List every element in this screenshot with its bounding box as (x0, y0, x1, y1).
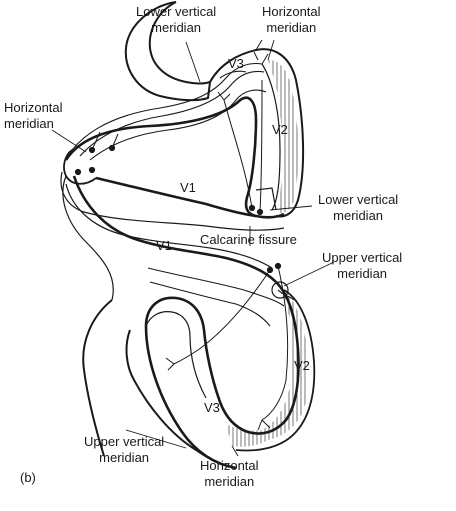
area-v1-upper: V1 (180, 180, 196, 195)
v2-upper-hatched-region (268, 60, 299, 214)
label-line: meridian (266, 20, 317, 35)
v3-lower-hatched-region (226, 424, 268, 447)
v1-upper-boundary (64, 96, 258, 218)
v2-lower-hatched-region (262, 290, 309, 440)
label-lower-vertical-meridian-top: Lower vertical meridian (136, 4, 216, 36)
s-curve-contour (144, 281, 300, 470)
label-horizontal-meridian-left: Horizontal meridian (4, 100, 63, 132)
v1-v2-border-lower (277, 289, 295, 301)
lower-lobe-right-boundary (235, 289, 316, 452)
lower-gyrus-outer-fold (82, 299, 113, 457)
upper-bank-layer-1 (71, 62, 263, 151)
label-line: meridian (4, 116, 54, 131)
area-v3-lower: V3 (204, 400, 220, 415)
lower-gyrus-ring (145, 311, 207, 399)
label-lower-vertical-meridian-right: Lower vertical meridian (318, 192, 398, 224)
lower-bank-layer-1 (147, 267, 285, 307)
label-line: Upper vertical (322, 250, 403, 265)
upper-vertical-meridian-ring (271, 281, 289, 299)
label-upper-vertical-meridian-right: Upper vertical meridian (322, 250, 402, 282)
label-horizontal-meridian-top: Horizontal meridian (262, 4, 321, 36)
area-v1-lower: V1 (156, 238, 172, 253)
label-line: meridian (337, 266, 388, 281)
panel-label: (b) (20, 470, 36, 485)
lower-gyrus-inner-fold (125, 329, 197, 451)
label-line: meridian (99, 450, 150, 465)
label-line: Upper vertical (84, 434, 165, 449)
leader-lines (51, 39, 335, 457)
label-horizontal-meridian-bottom: Horizontal meridian (200, 458, 259, 490)
neuron-projections (74, 39, 289, 431)
area-v2-upper: V2 (272, 122, 288, 137)
label-line: Horizontal (200, 458, 259, 473)
label-line: Lower vertical (318, 192, 399, 207)
v3-upper-edge (219, 70, 247, 79)
v2-upper-inner-edge (261, 63, 281, 211)
area-v2-lower: V2 (294, 358, 310, 373)
label-line: meridian (333, 208, 384, 223)
lower-bank-layer-2 (149, 281, 271, 327)
area-v3-upper: V3 (228, 56, 244, 71)
upper-bank-layer-3 (89, 89, 267, 161)
label-line: Lower vertical (136, 4, 217, 19)
calcarine-lower-line (65, 183, 273, 269)
label-line: Horizontal (4, 100, 63, 115)
label-upper-vertical-meridian-bottom: Upper vertical meridian (84, 434, 164, 466)
label-calcarine-fissure: Calcarine fissure (200, 232, 297, 247)
calcarine-outer-line (60, 171, 285, 231)
lower-lobe-bottom-edge (195, 449, 237, 469)
label-line: Horizontal (262, 4, 321, 19)
v1-lower-boundary (72, 175, 277, 283)
upper-gyrus-inner-fold (148, 1, 211, 85)
left-outer-edge (62, 175, 114, 301)
label-line: meridian (204, 474, 255, 489)
label-line: meridian (151, 20, 202, 35)
calcarine-upper-line (95, 176, 285, 219)
